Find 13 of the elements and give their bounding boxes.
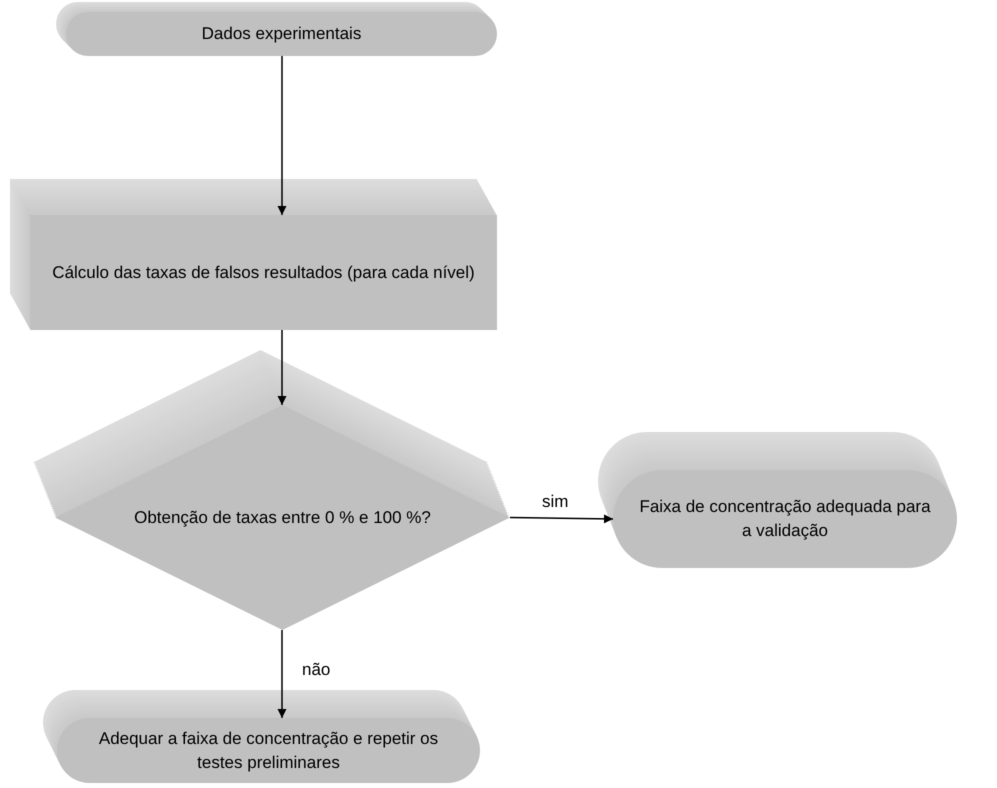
node-text: Faixa de concentração adequada para a validação xyxy=(638,496,932,542)
node-text: Adequar a faixa de concentração e repetir os testes preliminares xyxy=(98,728,440,774)
node-text: Dados experimentais xyxy=(202,23,362,45)
arrow xyxy=(278,330,286,405)
arrow xyxy=(510,514,614,524)
arrow xyxy=(278,56,286,215)
process-box xyxy=(10,178,498,331)
arrow xyxy=(278,630,286,718)
terminator-shape xyxy=(598,430,958,570)
node-text: Cálculo das taxas de falsos resultados (para cada nível) xyxy=(52,262,475,284)
node-text: Obtenção de taxas entre 0 % e 100 %? xyxy=(134,506,431,529)
terminator-shape xyxy=(43,688,481,784)
terminator-shape xyxy=(56,2,498,56)
